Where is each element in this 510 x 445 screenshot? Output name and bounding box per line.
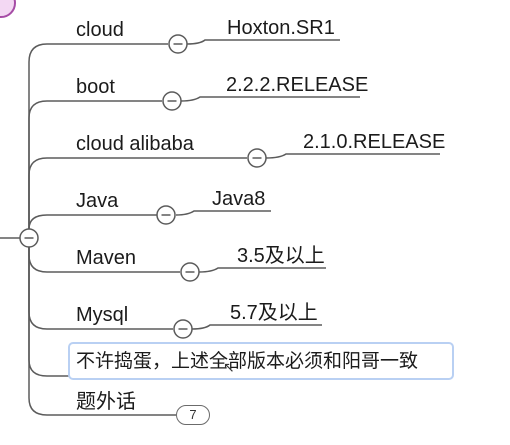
value-link-maven — [198, 267, 326, 273]
value-link-cloud — [186, 39, 340, 45]
branch-label-java[interactable]: Java — [76, 190, 119, 212]
connector-boot — [28, 100, 72, 229]
value-link-java — [175, 210, 271, 216]
connector-cloud — [28, 43, 72, 229]
connector-extra — [28, 247, 72, 416]
collapse-button-java[interactable] — [156, 205, 176, 225]
collapsed-count-badge[interactable]: 7 — [176, 405, 210, 425]
branch-label-maven[interactable]: Maven — [76, 247, 137, 269]
branch-value-cloud-alibaba[interactable]: 2.1.0.RELEASE — [303, 131, 446, 153]
branch-label-extra[interactable]: 题外话 — [76, 391, 136, 413]
collapse-button-maven[interactable] — [180, 262, 200, 282]
branch-value-java[interactable]: Java8 — [212, 188, 266, 210]
branch-value-boot[interactable]: 2.2.2.RELEASE — [226, 74, 369, 96]
value-link-boot — [180, 96, 360, 102]
note-node-box[interactable] — [68, 342, 454, 380]
connector-mysql — [28, 247, 72, 330]
branch-label-boot[interactable]: boot — [76, 76, 115, 98]
branch-label-cloud[interactable]: cloud — [76, 19, 124, 41]
value-link-cloud-alibaba — [265, 153, 440, 159]
connector-note — [28, 247, 70, 377]
connector-cloud-alibaba — [28, 157, 72, 229]
collapse-button-mysql[interactable] — [173, 319, 193, 339]
mouse-cursor-icon: ↖ — [223, 359, 235, 375]
collapse-button-cloud-alibaba[interactable] — [247, 148, 267, 168]
branch-label-cloud-alibaba[interactable]: cloud alibaba — [76, 133, 194, 155]
branch-value-cloud[interactable]: Hoxton.SR1 — [227, 17, 335, 39]
value-link-mysql — [191, 324, 322, 330]
branch-value-maven[interactable]: 3.5及以上 — [237, 245, 325, 267]
connector-maven — [28, 247, 72, 273]
note-node-text[interactable]: 不许捣蛋，上述全部版本必须和阳哥一致 — [76, 351, 419, 372]
root-collapse-button[interactable] — [19, 228, 39, 248]
collapse-button-cloud[interactable] — [168, 34, 188, 54]
connector-java — [28, 214, 72, 230]
collapse-button-boot[interactable] — [162, 91, 182, 111]
branch-label-mysql[interactable]: Mysql — [76, 304, 129, 326]
branch-value-mysql[interactable]: 5.7及以上 — [230, 302, 318, 324]
